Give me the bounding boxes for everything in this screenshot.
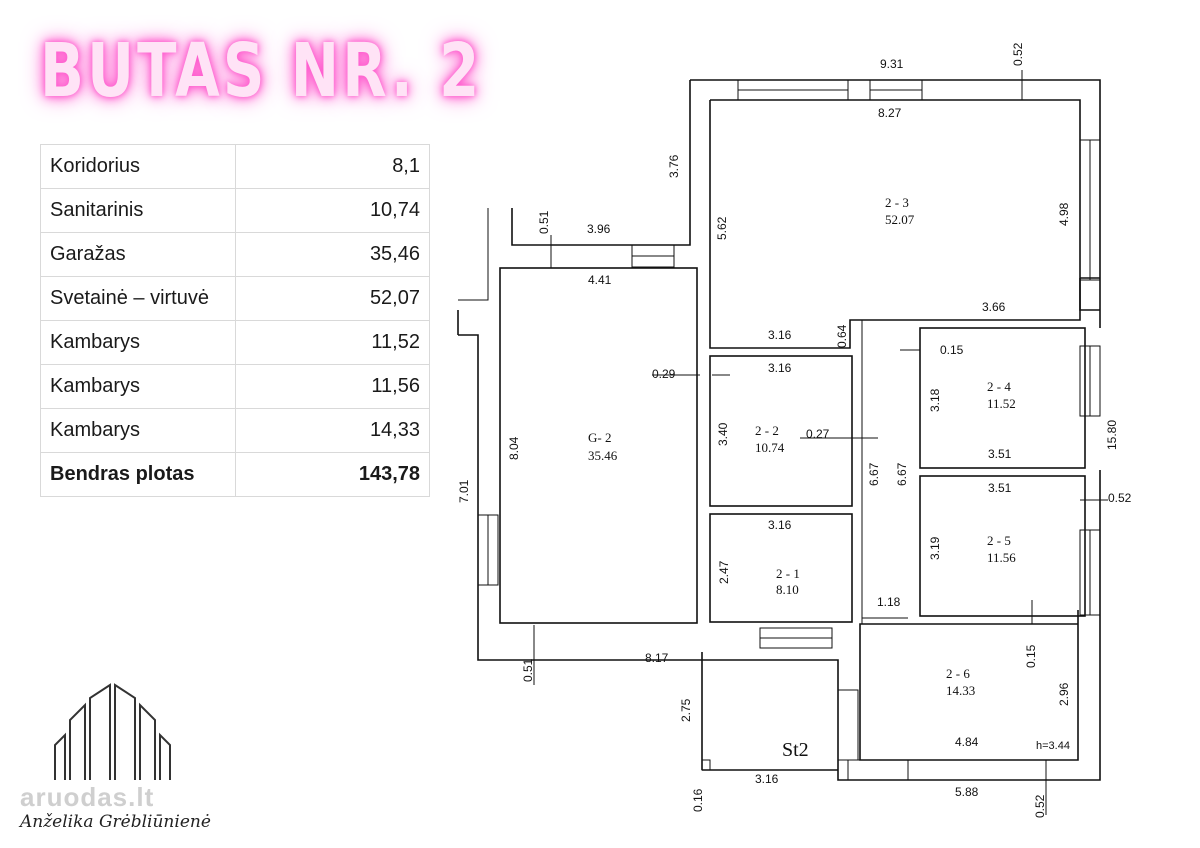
dim-label: 3.16 bbox=[768, 328, 792, 342]
room-area-22: 10.74 bbox=[755, 440, 785, 455]
column-mark bbox=[701, 759, 711, 771]
dim-label: 8.04 bbox=[507, 436, 521, 460]
dim-label: 6.67 bbox=[895, 462, 909, 486]
room-area-26: 14.33 bbox=[946, 683, 975, 698]
dim-label: 3.16 bbox=[755, 772, 779, 786]
outer-wall bbox=[457, 79, 1101, 781]
corridor-room bbox=[709, 513, 853, 623]
dim-label: 3.19 bbox=[928, 536, 942, 560]
room-id-26: 2 - 6 bbox=[946, 666, 970, 681]
dimension-marks bbox=[533, 70, 1108, 815]
brand-logo-text: aruodas.lt bbox=[20, 782, 155, 812]
page-title: BUTAS NR. 2 bbox=[40, 28, 483, 114]
dim-label: 3.16 bbox=[768, 361, 792, 375]
room-area-24: 11.52 bbox=[987, 396, 1016, 411]
windows bbox=[477, 79, 1101, 781]
room-id-21: 2 - 1 bbox=[776, 566, 800, 581]
room-id-25: 2 - 5 bbox=[987, 533, 1011, 548]
room-area-23: 52.07 bbox=[885, 212, 915, 227]
dim-label: 3.40 bbox=[716, 422, 730, 446]
dim-label: 6.67 bbox=[867, 462, 881, 486]
room-id-22: 2 - 2 bbox=[755, 423, 779, 438]
room-area-25: 11.56 bbox=[987, 550, 1016, 565]
stair-label: St2 bbox=[782, 739, 809, 761]
dim-label: 2.75 bbox=[679, 698, 693, 722]
dim-label: 9.31 bbox=[880, 57, 904, 71]
dim-label: 0.52 bbox=[1033, 794, 1047, 818]
dim-label: 3.76 bbox=[667, 154, 681, 178]
room-id-24: 2 - 4 bbox=[987, 379, 1011, 394]
dim-label: 3.51 bbox=[988, 481, 1012, 495]
garage-room bbox=[499, 267, 698, 624]
dim-label: 0.51 bbox=[537, 210, 551, 234]
dim-label: 0.15 bbox=[940, 343, 964, 357]
dim-label: 3.66 bbox=[982, 300, 1006, 314]
living-room bbox=[709, 100, 1081, 349]
dim-label: 8.17 bbox=[645, 651, 669, 665]
sanitary-room bbox=[709, 355, 853, 507]
dim-label: 0.64 bbox=[835, 324, 849, 348]
dim-label: 2.96 bbox=[1057, 682, 1071, 706]
room-area-g2: 35.46 bbox=[588, 448, 618, 463]
left-wall-line bbox=[458, 208, 489, 301]
dim-label: 15.80 bbox=[1105, 420, 1119, 450]
dim-label: 7.01 bbox=[457, 479, 471, 503]
dim-label: 3.16 bbox=[768, 518, 792, 532]
building-logo-icon bbox=[54, 683, 171, 780]
dim-label: 0.27 bbox=[806, 427, 830, 441]
dim-label: 0.16 bbox=[691, 788, 705, 812]
dim-label: 4.84 bbox=[955, 735, 979, 749]
dim-label: 1.18 bbox=[877, 595, 901, 609]
author-signature: Anželika Grėbliūnienė bbox=[20, 812, 211, 832]
dim-label: 5.88 bbox=[955, 785, 979, 799]
floor-plan: 2 - 3 52.07 G- 2 35.46 2 - 2 10.74 2 - 1… bbox=[457, 42, 1132, 818]
dim-label: 8.27 bbox=[878, 106, 902, 120]
dim-label: 0.52 bbox=[1108, 491, 1132, 505]
dim-label: 4.41 bbox=[588, 273, 612, 287]
bedroom-24 bbox=[919, 327, 1086, 469]
room-id-g2: G- 2 bbox=[588, 430, 611, 445]
dim-label: 0.52 bbox=[1011, 42, 1025, 66]
dim-label: 3.18 bbox=[928, 388, 942, 412]
dim-label: 0.51 bbox=[521, 658, 535, 682]
room-area-21: 8.10 bbox=[776, 582, 799, 597]
height-note: h=3.44 bbox=[1036, 740, 1070, 752]
dim-label: 4.98 bbox=[1057, 202, 1071, 226]
bedroom-25 bbox=[919, 475, 1086, 617]
dim-label: 0.15 bbox=[1024, 644, 1038, 668]
dim-label: 3.96 bbox=[587, 222, 611, 236]
hall-walls bbox=[861, 320, 908, 624]
dim-label: 3.51 bbox=[988, 447, 1012, 461]
dim-label: 2.47 bbox=[717, 560, 731, 584]
room-id-23: 2 - 3 bbox=[885, 195, 909, 210]
dim-label: 0.29 bbox=[652, 367, 676, 381]
dim-label: 5.62 bbox=[715, 216, 729, 240]
